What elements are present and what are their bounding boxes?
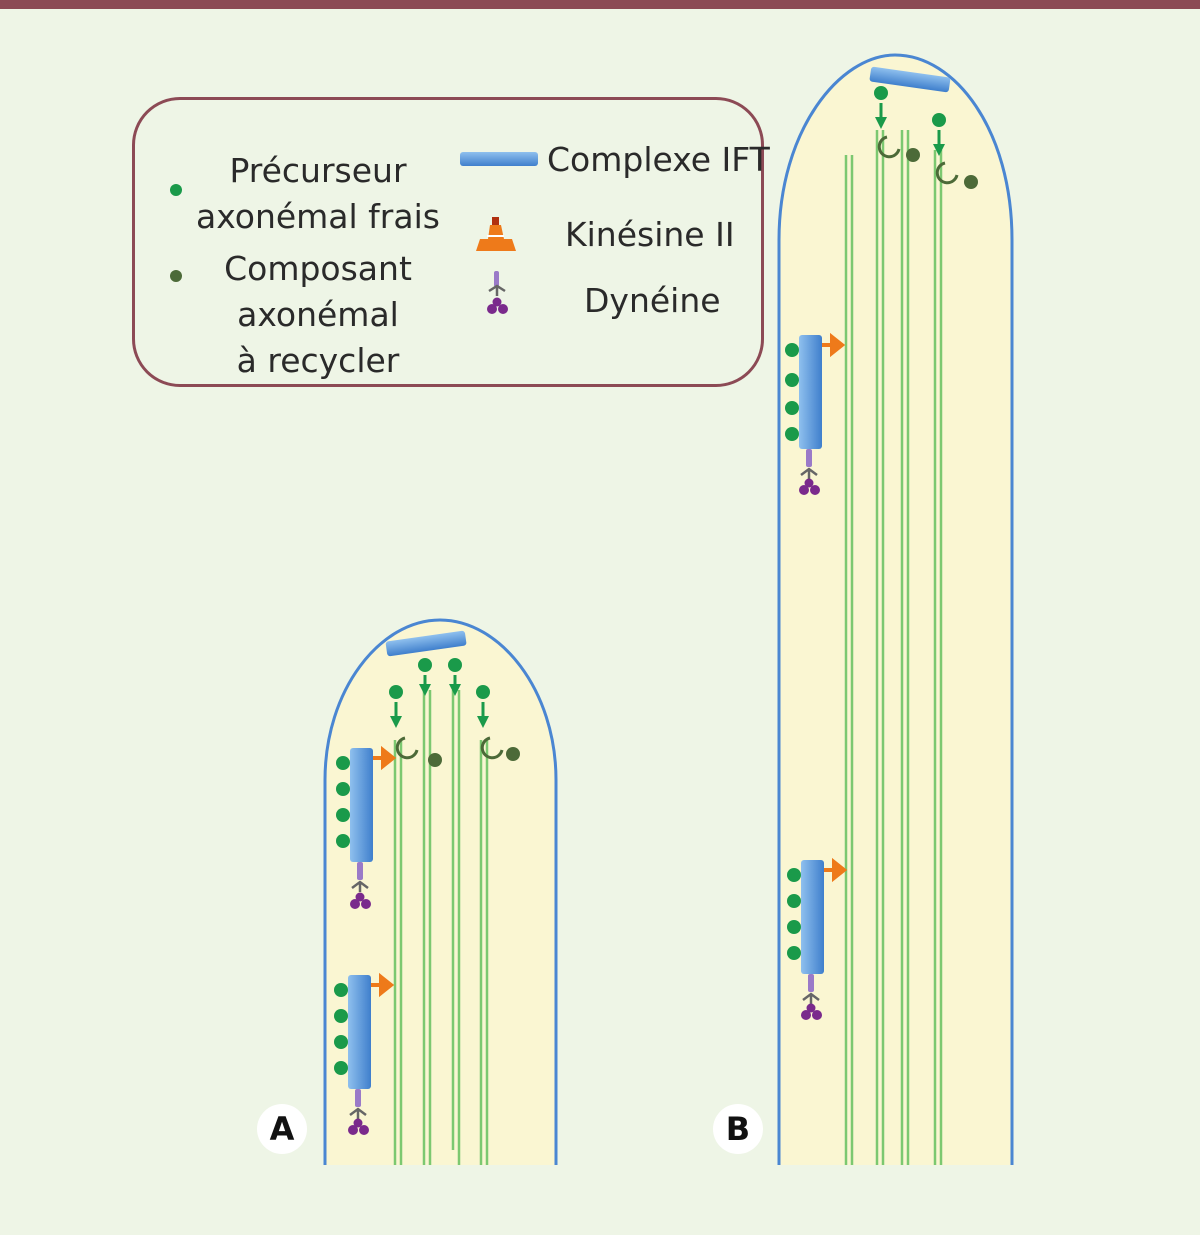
flagellum-b-tip-ift-complex xyxy=(869,66,951,93)
flagellum-b-microtubules xyxy=(844,130,943,1165)
flagellum-b xyxy=(777,53,1014,1165)
legend-ift-complex-icon xyxy=(460,152,538,166)
legend-fresh-precursor-icon xyxy=(170,184,182,196)
panel-b-label: B xyxy=(713,1104,763,1154)
legend-fresh-precursor-label: Précurseur axonémal frais xyxy=(196,151,440,236)
legend-dynein-label: Dynéine xyxy=(584,281,721,320)
legend-recycle-component-icon xyxy=(170,270,182,282)
legend-dynein-icon xyxy=(487,271,508,314)
legend-recycle-component-label: Composant axonémal à recycler xyxy=(224,249,412,380)
flagellum-a-recycled-components xyxy=(395,736,520,767)
flagellum-b-ift-train-2 xyxy=(787,857,848,1020)
flagellum-b-tip-precursors xyxy=(874,86,946,156)
flagellum-a-ift-train-1 xyxy=(336,745,397,909)
legend-kinesin-icon xyxy=(476,217,516,251)
flagellum-b-ift-train-1 xyxy=(785,332,846,495)
legend-box xyxy=(132,97,764,387)
legend-ift-complex-label: Complexe IFT xyxy=(547,140,770,179)
legend-kinesin-label: Kinésine II xyxy=(565,215,735,254)
top-border xyxy=(0,0,1200,9)
flagellum-a-microtubules xyxy=(393,690,489,1165)
flagellum-b-recycled-components xyxy=(877,135,978,189)
flagellum-a-tip-precursors xyxy=(389,658,490,728)
panel-a-label: A xyxy=(257,1104,307,1154)
flagellum-a-ift-train-2 xyxy=(334,972,395,1135)
flagellum-a xyxy=(323,618,558,1165)
flagellum-a-tip-ift-complex xyxy=(385,630,467,657)
legend-icons xyxy=(170,152,538,314)
flagellum-b-membrane xyxy=(777,53,1014,1165)
